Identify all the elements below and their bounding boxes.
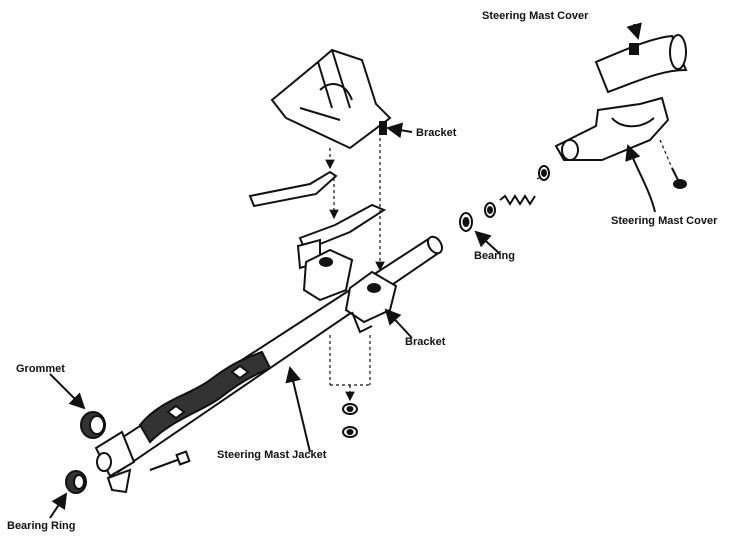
steering-mast-cover-lower — [554, 96, 670, 161]
clip-strip — [248, 170, 338, 208]
label-grommet: Grommet — [16, 363, 65, 375]
bearing-washer-spring — [459, 165, 550, 232]
label-bracket-mid: Bracket — [405, 336, 446, 348]
leader-arrows — [49, 22, 656, 519]
label-bearing-ring: Bearing Ring — [7, 520, 75, 532]
label-steering-mast-cover-right: Steering Mast Cover — [611, 215, 718, 227]
label-steering-mast-cover-top: Steering Mast Cover — [482, 10, 589, 22]
assembly-guide-lines — [149, 138, 673, 471]
nuts — [342, 403, 358, 438]
steering-mast-cover-top — [594, 34, 688, 94]
cover-screw — [671, 167, 687, 189]
label-bracket-top: Bracket — [416, 127, 457, 139]
label-bearing: Bearing — [474, 250, 515, 262]
bearing-ring — [65, 470, 87, 494]
upper-bracket — [270, 48, 392, 150]
grommet — [80, 411, 106, 439]
bottom-bolt — [149, 450, 191, 471]
label-steering-mast-jacket: Steering Mast Jacket — [217, 449, 327, 461]
